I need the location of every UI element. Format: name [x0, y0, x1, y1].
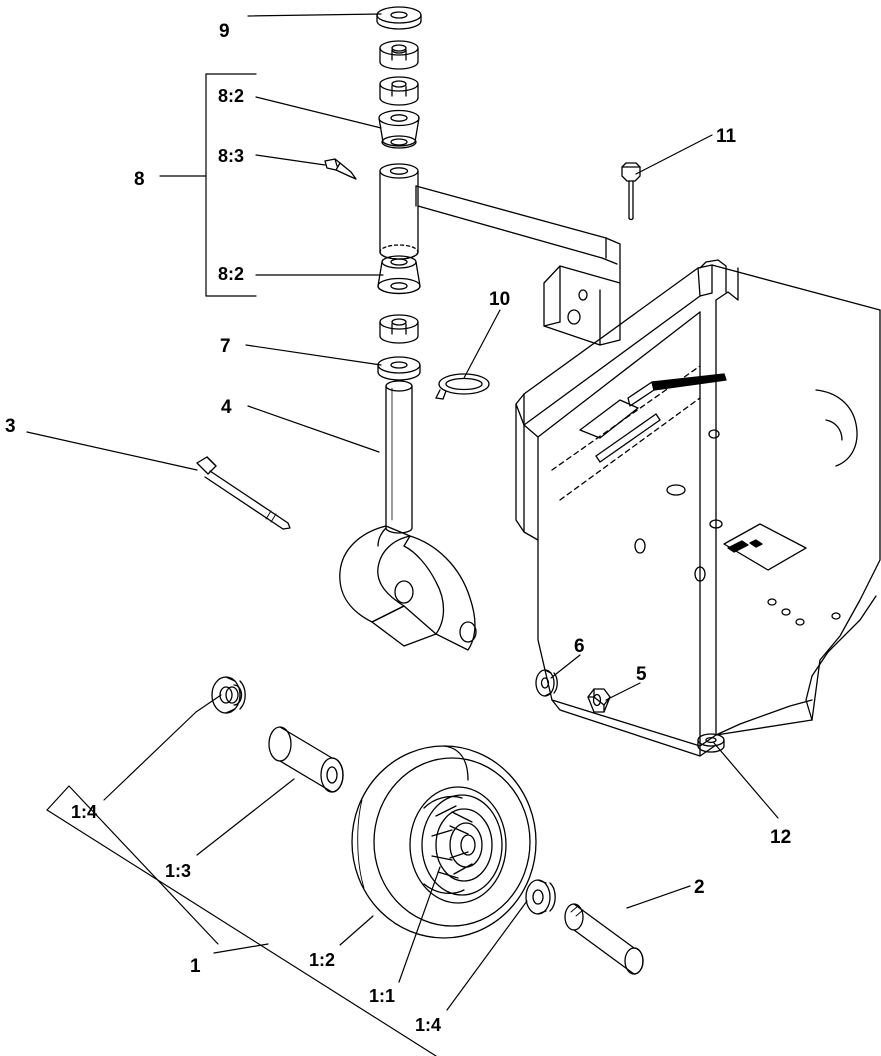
- callout-1-1: 1:1: [369, 986, 396, 1006]
- caster-fork: [339, 525, 477, 651]
- bolt-11: [621, 162, 641, 221]
- leader-lines: [26, 13, 779, 1056]
- callout-5: 5: [636, 664, 647, 685]
- callout-8: 8: [134, 169, 145, 190]
- nut-5: [587, 688, 611, 713]
- callout-8-3: 8:3: [218, 146, 245, 166]
- callout-10: 10: [489, 289, 511, 310]
- callout-1-2: 1:2: [309, 950, 336, 970]
- bearing-1-4-left: [211, 676, 246, 714]
- caster-housing-and-arm: [379, 163, 621, 346]
- callout-11: 11: [716, 126, 737, 147]
- callout-12: 12: [770, 827, 792, 848]
- callout-3: 3: [5, 416, 16, 437]
- callout-7: 7: [220, 336, 231, 357]
- callout-1-3: 1:3: [165, 861, 192, 881]
- callout-9: 9: [219, 21, 230, 42]
- upper-hardware-stack: [324, 6, 422, 381]
- washer-6: [535, 669, 558, 697]
- retaining-clip-10: [435, 373, 490, 400]
- axle-bolt-2: [564, 903, 644, 975]
- caster-wheel: [351, 745, 537, 939]
- callout-1-4-upper: 1:4: [71, 802, 98, 822]
- callout-8-2-upper: 8:2: [218, 86, 245, 106]
- mower-deck: [515, 259, 881, 757]
- spacer-tube-1-3: [268, 726, 344, 793]
- bearing-1-4-right: [525, 879, 556, 915]
- callout-6: 6: [574, 636, 585, 657]
- callout-2: 2: [694, 877, 705, 898]
- callout-4: 4: [221, 397, 232, 418]
- callout-8-2-lower: 8:2: [218, 264, 245, 284]
- bolt-3: [196, 456, 291, 530]
- callout-1-4-lower: 1:4: [415, 1015, 442, 1035]
- spindle-shaft-4: [385, 380, 413, 534]
- callout-1: 1: [190, 956, 201, 977]
